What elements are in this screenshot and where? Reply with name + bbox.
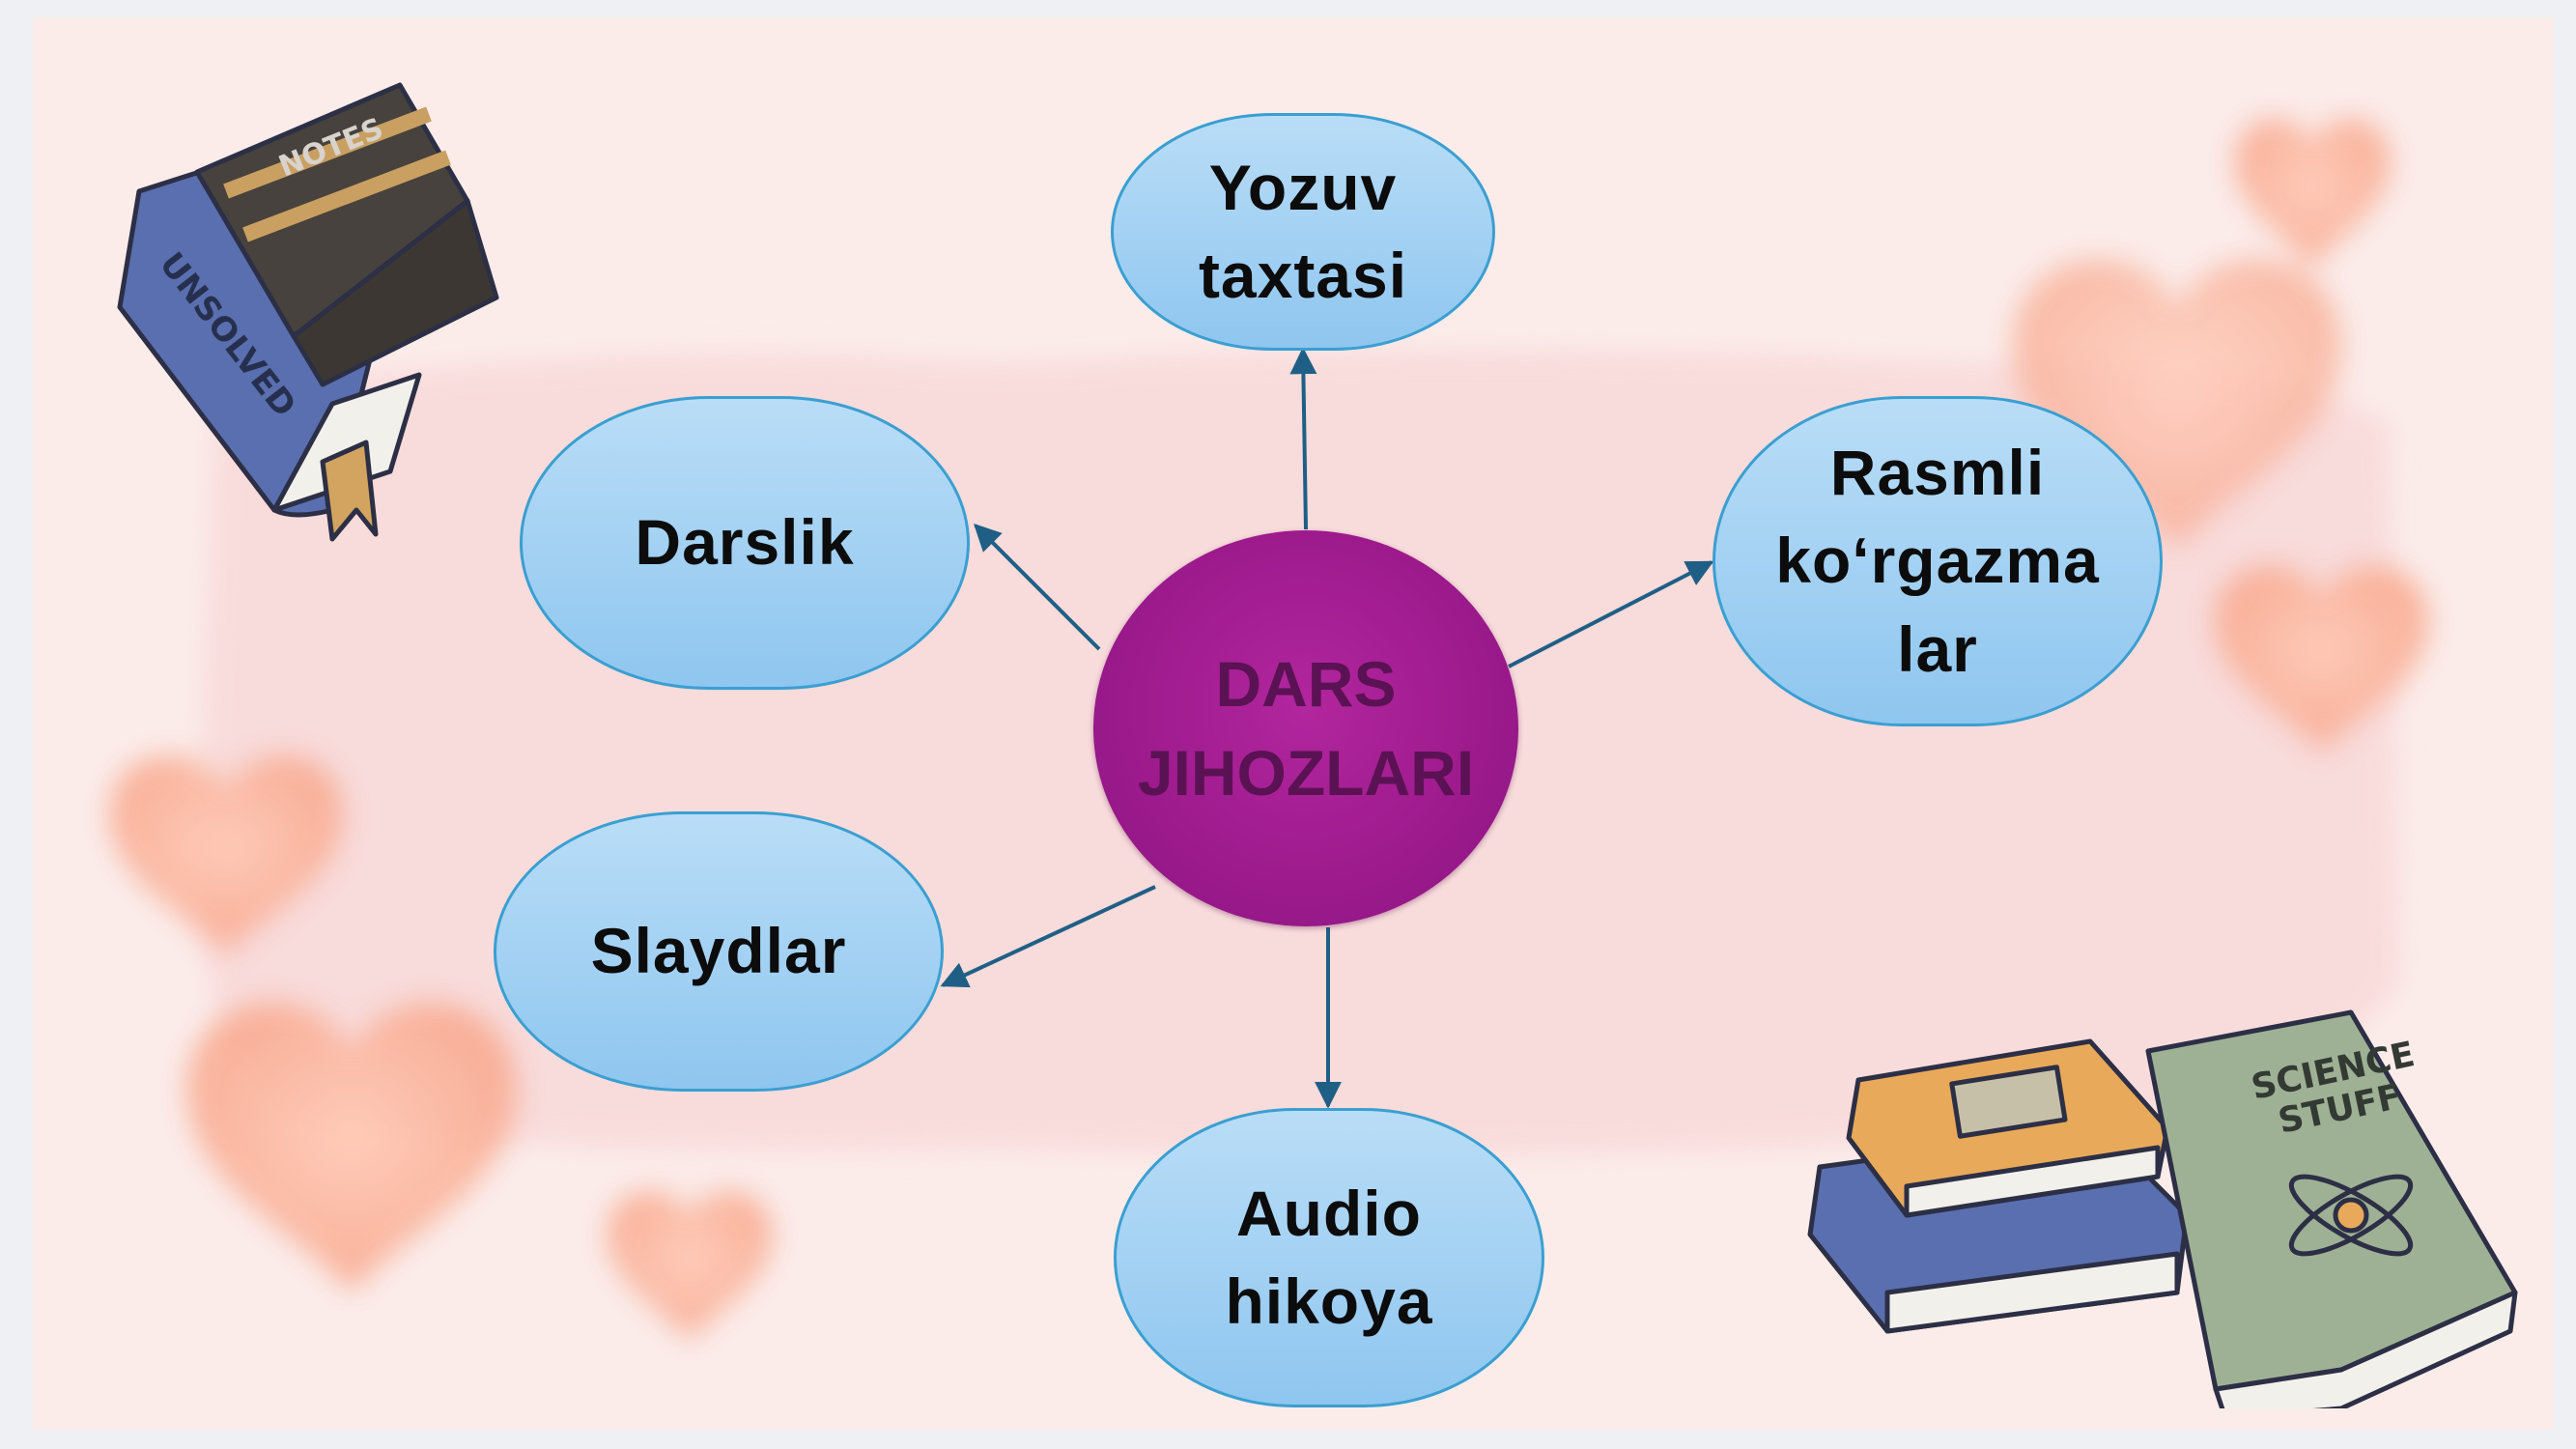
arrow-to-slaydlar [940, 885, 1156, 988]
heart-decorations [110, 119, 2428, 1341]
arrow-to-darslik [974, 524, 1101, 651]
book-stack-left: NOTES UNSOLVED [117, 82, 499, 542]
node-darslik: Darslik [520, 396, 970, 690]
node-yozuv-taxtasi: Yozuv taxtasi [1111, 113, 1495, 351]
arrow-to-yozuv-taxtasi [1289, 347, 1317, 530]
node-audio-hikoya: Audio hikoya [1114, 1108, 1544, 1407]
central-topic-circle: DARS JIHOZLARI [1093, 530, 1518, 926]
arrow-to-rasmli-korgazmalar [1508, 560, 1714, 668]
book-stack-right: SCIENCE STUFF [1807, 1009, 2518, 1408]
node-slaydlar: Slaydlar [494, 811, 944, 1092]
node-rasmli-korgazmalar: Rasmli ko‘rgazma lar [1713, 396, 2163, 726]
